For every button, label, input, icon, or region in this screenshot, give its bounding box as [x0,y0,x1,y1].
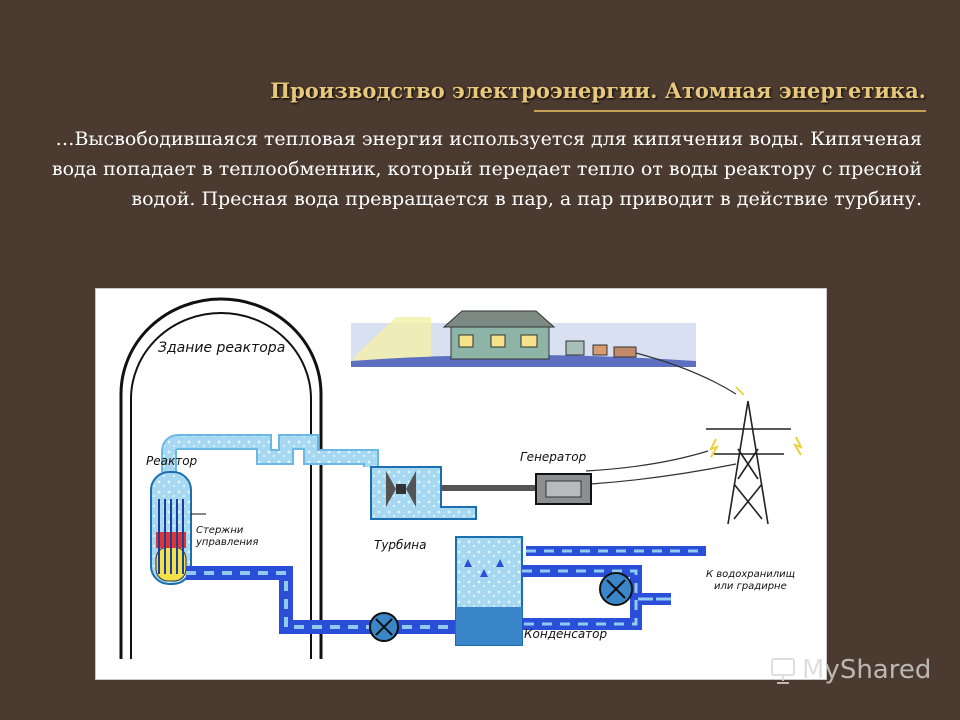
label-reactor: Реактор [146,454,198,468]
cooling-pump-icon [599,572,633,606]
house-icon [442,310,637,360]
title-underline [534,110,926,112]
label-control-rods-1: Стержни [196,525,244,536]
condenser-unit [455,536,523,646]
light-beam [354,317,431,361]
reactor-building-dome [119,297,323,659]
label-condenser: Конденсатор [524,627,608,641]
watermark-text: MyShared [802,655,932,685]
power-line-generator-2 [590,463,737,485]
steam-pipe-inner [163,436,377,472]
label-reservoir-2: или градирне [714,581,787,592]
slide-title: Производство электроэнергии. Атомная эне… [270,78,926,103]
presentation-icon [771,658,795,684]
label-control-rods-2: управления [196,537,259,548]
label-turbine: Турбина [374,538,427,552]
pump-icon [369,612,399,642]
turbine-unit [370,466,536,520]
generator-unit [535,473,592,505]
turbine-shaft [441,485,536,491]
diagram-canvas [119,297,803,659]
reactor-vessel [150,471,206,585]
watermark: MyShared [768,655,931,685]
ground [351,355,696,367]
slide-paragraph: …Высвободившаяся тепловая энергия исполь… [51,128,922,210]
transmission-tower-icon [706,386,803,525]
label-generator: Генератор [520,450,587,464]
cooling-water-flow [522,569,671,626]
reactor-building-inner [130,312,312,659]
nuclear-plant-diagram: Здание реактора Реактор Стержни управлен… [95,288,827,680]
power-line-generator [585,450,709,472]
primary-water-flow [186,571,456,629]
label-reactor-building: Здание реактора [158,340,286,356]
power-line [635,352,737,395]
label-reservoir-1: К водохранилищ [706,569,796,580]
